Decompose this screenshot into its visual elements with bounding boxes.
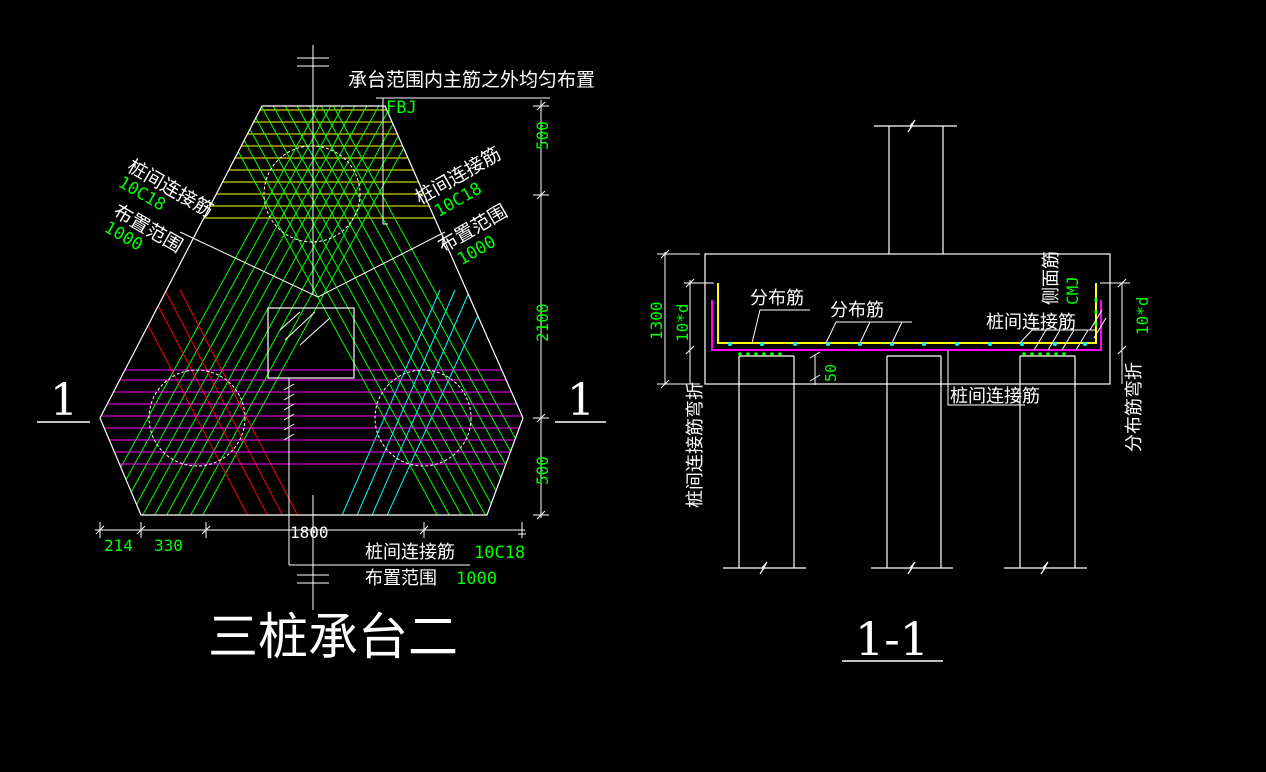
section-title: 1-1 — [855, 612, 929, 666]
right-vertical-note: 分布筋弯折 — [1124, 362, 1145, 452]
bottom-range-label: 布置范围 — [365, 568, 437, 589]
section-left-dimension — [657, 249, 821, 389]
bars-red — [134, 289, 301, 515]
section-mark-right: 1 — [567, 375, 595, 426]
left-vertical-note: 桩间连接筋弯折 — [685, 382, 706, 508]
side-bar-label: 侧面筋 — [1041, 251, 1062, 305]
center-axis — [297, 45, 329, 610]
bottom-link-name: 桩间连接筋 — [365, 542, 455, 563]
plan-title: 三桩承台二 — [208, 608, 458, 666]
top-note: 承台范围内主筋之外均匀布置 — [348, 69, 595, 91]
section-right-dimension — [1100, 278, 1130, 384]
bottom-bars-magenta — [100, 369, 523, 465]
bars-cyan — [339, 289, 486, 515]
section-height-dim: 1300 — [647, 301, 666, 340]
section-left-bend: 10*d — [673, 303, 692, 342]
bottom-range-value: 1000 — [456, 569, 497, 589]
dim-right-middle: 2100 — [533, 303, 552, 342]
dim-bottom-214: 214 — [104, 536, 133, 555]
dim-bottom-330: 330 — [154, 536, 183, 555]
cap-outline — [99, 105, 524, 516]
right-dimension — [533, 100, 549, 520]
pile-circles — [148, 145, 472, 467]
link-bar-leaders — [179, 231, 446, 298]
section-leaders — [751, 309, 1107, 406]
pile-top — [263, 145, 361, 243]
dim-right-bottom: 500 — [533, 456, 552, 485]
dim-bottom-1800: 1800 — [290, 523, 329, 542]
side-bar-code: CMJ — [1063, 276, 1082, 305]
pile-right — [374, 369, 472, 467]
section-cap-outline — [704, 253, 1111, 385]
distribution-bar-label-1: 分布筋 — [750, 288, 804, 309]
diagonal-bars-green-b — [100, 106, 431, 515]
link-bar-label-bottom: 桩间连接筋 — [950, 386, 1040, 407]
left-range-label: 布置范围 1000 — [101, 200, 187, 257]
link-bar-magenta — [711, 300, 1102, 351]
section-column — [874, 119, 957, 254]
rebar-dots — [728, 342, 1087, 346]
fbj-label: FBJ — [386, 98, 417, 118]
pile-cap-plan: 承台范围内主筋之外均匀布置 FBJ 桩间连接筋 10C18 布置范围 1000 … — [37, 45, 606, 666]
distribution-bar-label-2: 分布筋 — [830, 300, 884, 321]
section-mark-left: 1 — [50, 375, 78, 426]
section-cover: 50 — [822, 364, 840, 382]
link-bar-label-top: 桩间连接筋 — [986, 312, 1076, 333]
dim-right-top: 500 — [533, 121, 552, 150]
section-1-1: 1300 10*d 50 10*d 分布筋 分布筋 桩间连接筋 桩间连接筋 侧面… — [647, 119, 1152, 666]
column-hatch — [279, 311, 331, 346]
column — [267, 307, 355, 379]
pile-left — [148, 369, 246, 467]
section-right-bend: 10*d — [1133, 296, 1152, 335]
diagonal-bars-green-a — [209, 106, 523, 515]
bottom-dimension — [95, 470, 526, 566]
section-piles — [723, 355, 1087, 575]
bottom-link-bars: 10C18 — [474, 543, 525, 563]
link-bar-dots — [738, 298, 1098, 356]
